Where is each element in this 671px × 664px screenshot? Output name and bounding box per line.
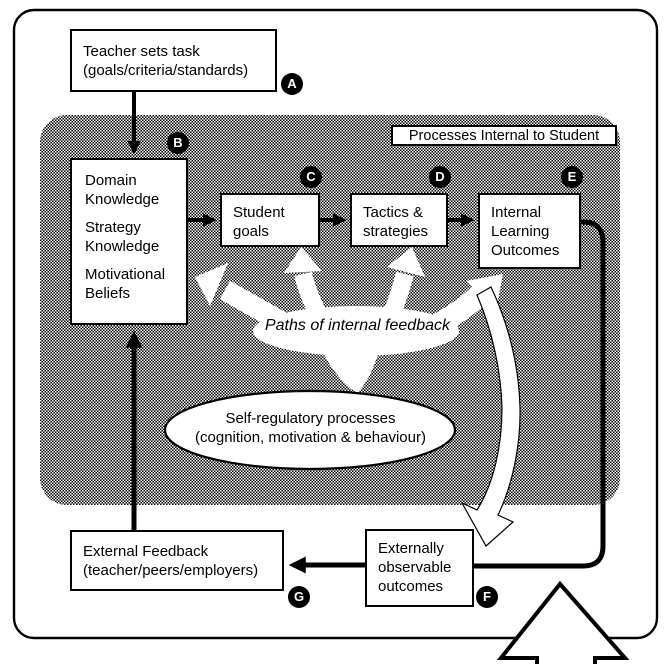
box-line: Tactics & <box>363 204 424 221</box>
box-line: Externally <box>378 540 444 557</box>
ellipse-line: (cognition, motivation & behaviour) <box>195 429 426 446</box>
box-line: External Feedback <box>83 543 209 560</box>
fan-arrowhead-to-tactics <box>387 247 425 277</box>
box-line: goals <box>233 223 269 240</box>
box-line: Student <box>233 204 285 221</box>
box-internal-learning-outcomes: Internal Learning Outcomes <box>478 193 581 269</box>
box-student-goals: Student goals <box>220 193 320 247</box>
badge-c: C <box>300 166 322 188</box>
box-line: Motivational Beliefs <box>85 266 166 302</box>
fan-arrowhead-to-goals <box>284 247 322 273</box>
box-knowledge-and-beliefs: Domain Knowledge Strategy Knowledge Moti… <box>70 158 188 325</box>
fan-prong-to-goals <box>294 271 341 347</box>
badge-a: A <box>281 73 303 95</box>
badge-b: B <box>167 132 189 154</box>
internal-feedback-note: Paths of internal feedback <box>264 317 450 334</box>
box-line: Strategy Knowledge <box>85 219 160 255</box>
internal-feedback-swoop-arrow <box>460 286 521 547</box>
external-input-up-arrow <box>496 580 630 664</box>
box-external-feedback: External Feedback (teacher/peers/employe… <box>70 530 284 591</box>
badge-g: G <box>288 586 310 608</box>
box-line: Domain Knowledge <box>85 172 160 208</box>
fan-prong-to-outcomes <box>391 286 488 355</box>
box-teacher-sets-task: Teacher sets task (goals/criteria/standa… <box>70 29 277 92</box>
fan-arrowhead-to-knowledge <box>195 263 228 306</box>
outer-border <box>12 8 659 640</box>
box-line: (goals/criteria/standards) <box>83 62 249 79</box>
fan-prong-to-tactics <box>371 271 414 346</box>
box-line: Internal <box>491 204 542 221</box>
box-line: Outcomes <box>491 242 560 259</box>
fan-stem <box>318 342 382 393</box>
box-tactics-strategies: Tactics & strategies <box>350 193 448 247</box>
self-regulatory-ellipse <box>163 389 457 471</box>
badge-d: D <box>429 166 451 188</box>
box-line: Learning <box>491 223 550 240</box>
box-line: outcomes <box>378 578 444 595</box>
fan-prong-to-knowledge <box>219 280 328 355</box>
box-line: observable <box>378 559 452 576</box>
badge-f: F <box>476 586 498 608</box>
internal-feedback-fan-arrows <box>195 247 521 547</box>
box-line: Teacher sets task <box>83 43 200 60</box>
box-line: (teacher/peers/employers) <box>83 562 259 579</box>
badge-e: E <box>561 166 583 188</box>
self-regulatory-label: Self-regulatory processes (cognition, mo… <box>166 409 455 447</box>
ellipse-line: Self-regulatory processes <box>225 410 396 427</box>
box-line: strategies <box>363 223 429 240</box>
box-externally-observable-outcomes: Externally observable outcomes <box>365 529 474 607</box>
internal-region-title: Processes Internal to Student <box>391 125 617 146</box>
loop-line-internal-to-observable <box>474 219 606 569</box>
